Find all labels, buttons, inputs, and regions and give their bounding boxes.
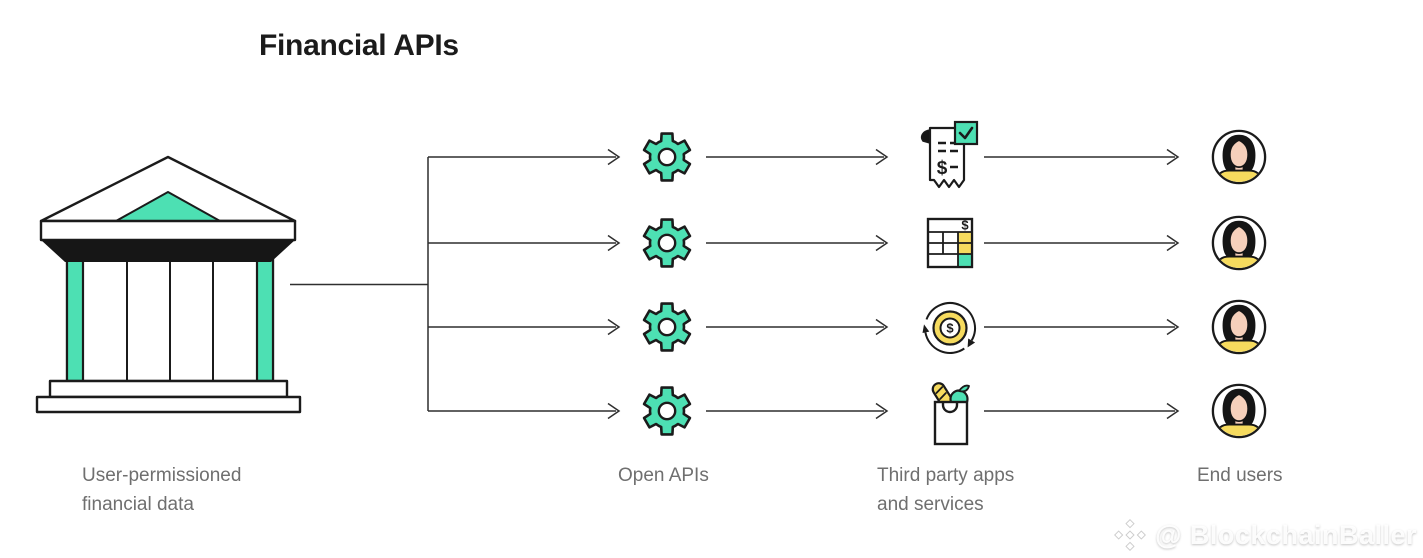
gear-icon: [642, 302, 692, 352]
label-open-apis: Open APIs: [618, 461, 709, 490]
binance-diamond-icon: [1114, 519, 1147, 551]
person-avatar-icon: [1210, 128, 1268, 186]
watermark-text: @ BlockchainBaller: [1155, 519, 1417, 550]
spreadsheet-icon: $: [926, 218, 974, 269]
page-title: Financial APIs: [259, 29, 459, 62]
gear-icon: [642, 132, 692, 182]
grocery-bag-icon: [931, 382, 970, 446]
person-avatar-icon: [1210, 214, 1268, 272]
receipt-check-icon: $: [920, 120, 979, 189]
label-line: Third party apps: [877, 465, 1015, 486]
label-line: End users: [1197, 465, 1283, 486]
label-end-users: End users: [1197, 461, 1283, 490]
dollar-symbol: $: [937, 158, 948, 179]
watermark: @ BlockchainBaller: [1113, 518, 1417, 552]
label-line: financial data: [82, 494, 194, 515]
label-line: Open APIs: [618, 465, 709, 486]
dollar-symbol: $: [961, 218, 969, 233]
dollar-symbol: $: [946, 321, 954, 336]
person-avatar-icon: [1210, 382, 1268, 440]
money-cycle-icon: $: [922, 302, 976, 354]
label-line: and services: [877, 494, 984, 515]
label-user-permissioned-data: User-permissioned financial data: [82, 461, 241, 519]
gear-icon: [642, 386, 692, 436]
label-line: User-permissioned: [82, 465, 242, 486]
label-third-party-apps: Third party apps and services: [877, 461, 1014, 519]
bank-icon: [35, 155, 302, 414]
gear-icon: [642, 218, 692, 268]
person-avatar-icon: [1210, 298, 1268, 356]
